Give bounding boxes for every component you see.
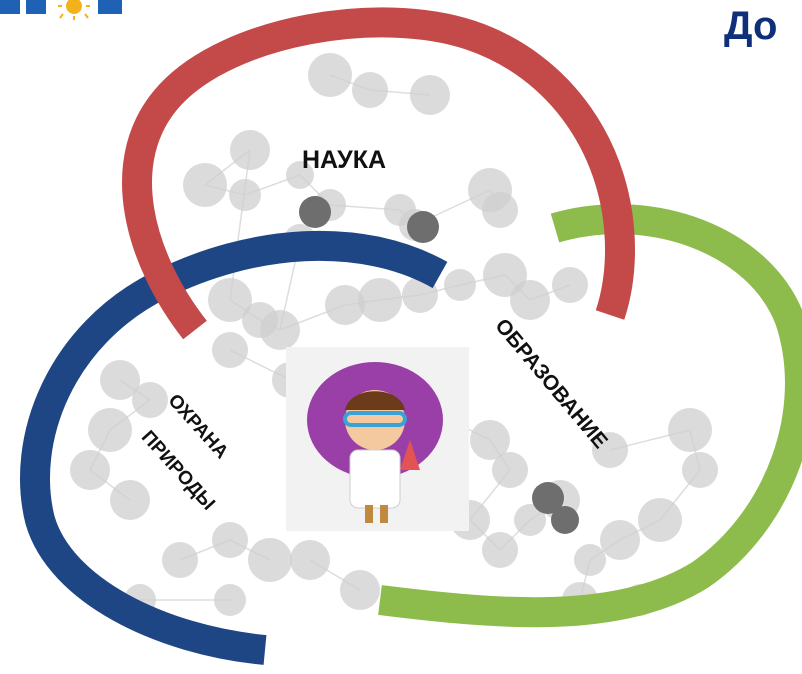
sun-logo — [0, 0, 122, 20]
network-node — [214, 584, 246, 616]
network-node — [183, 163, 227, 207]
network-node — [444, 269, 476, 301]
network-node — [552, 267, 588, 303]
network-node — [132, 382, 168, 418]
network-node — [325, 285, 365, 325]
network-node — [212, 522, 248, 558]
network-node — [352, 72, 388, 108]
network-node — [229, 179, 261, 211]
page-title: До — [724, 4, 778, 48]
nature-ring — [20, 230, 448, 665]
network-node — [70, 450, 110, 490]
network-node — [600, 520, 640, 560]
scientist-illustration — [286, 347, 469, 531]
network-node-dark — [299, 196, 331, 228]
network-node — [492, 452, 528, 488]
network-node — [230, 130, 270, 170]
network-node — [358, 278, 402, 322]
network-node — [286, 161, 314, 189]
network-node — [308, 53, 352, 97]
network-node — [212, 332, 248, 368]
network-node-dark — [551, 506, 579, 534]
network-node — [682, 452, 718, 488]
background-network — [70, 53, 718, 618]
network-node — [100, 360, 140, 400]
network-node-dark — [532, 482, 564, 514]
network-node — [340, 570, 380, 610]
network-node — [668, 408, 712, 452]
network-node — [482, 532, 518, 568]
network-node — [514, 504, 546, 536]
network-node — [510, 280, 550, 320]
network-node-dark — [407, 211, 439, 243]
science-ring — [122, 7, 636, 340]
network-node — [110, 480, 150, 520]
network-node — [482, 192, 518, 228]
network-node — [638, 498, 682, 542]
science-label: НАУКА — [302, 146, 387, 174]
network-node — [248, 538, 292, 582]
network-node — [470, 420, 510, 460]
network-node — [574, 544, 606, 576]
network-node — [290, 540, 330, 580]
network-node — [162, 542, 198, 578]
network-edge — [229, 149, 251, 301]
network-node — [88, 408, 132, 452]
network-node — [260, 310, 300, 350]
network-node — [208, 278, 252, 322]
education-ring — [378, 204, 802, 628]
network-node — [592, 432, 628, 468]
network-node — [410, 75, 450, 115]
